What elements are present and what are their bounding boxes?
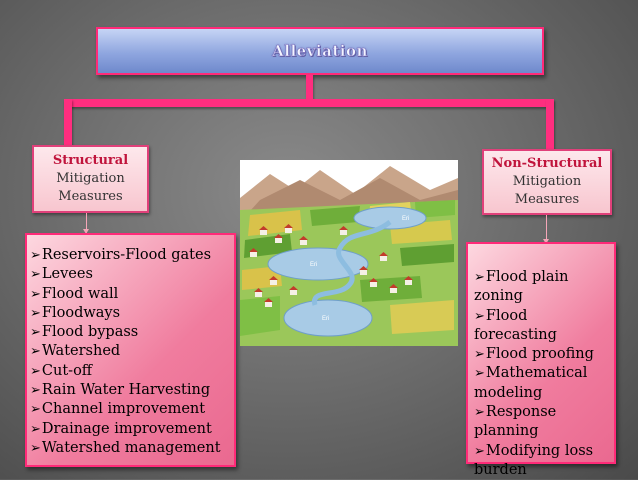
- non-structural-category-box: Non-Structural Mitigation Measures: [482, 149, 612, 215]
- list-item: ➢Watershed: [30, 343, 121, 360]
- connector-stem: [306, 75, 313, 101]
- connector-right: [546, 99, 554, 149]
- lake: [267, 247, 369, 281]
- arrow-right-line: [546, 215, 547, 243]
- lake: [283, 299, 373, 337]
- lake-label: Eri: [310, 262, 317, 268]
- structural-measures-list: ➢Reservoirs-Flood gates ➢Levees ➢Flood w…: [25, 233, 236, 467]
- list-item: ➢Cut-off: [30, 362, 93, 379]
- arrow-down-icon: [83, 229, 89, 234]
- check-arrow-icon: ➢: [30, 363, 41, 379]
- arrow-left-line: [86, 213, 87, 233]
- non-structural-measures-list: ➢Flood plain zoning ➢Flood forecasting ➢…: [466, 242, 616, 478]
- list-item: ➢Reservoirs-Flood gates: [30, 247, 212, 263]
- houses-icon: [249, 224, 413, 307]
- field-patch: [400, 244, 454, 266]
- arrow-down-icon: [543, 239, 549, 244]
- list-item: ➢Mathematical modeling: [474, 365, 588, 401]
- field-patch: [240, 296, 280, 336]
- non-structural-subtitle: Mitigation Measures: [512, 174, 582, 207]
- connector-left: [64, 99, 72, 145]
- field-patch: [415, 200, 455, 218]
- list-item: ➢Flood wall: [30, 285, 119, 302]
- check-arrow-icon: ➢: [474, 405, 485, 421]
- connector-horizontal: [64, 99, 553, 107]
- diagram-title: Alleviation: [272, 42, 368, 61]
- structural-category-box: Structural Mitigation Measures: [32, 145, 149, 213]
- flood-landscape-illustration: Eri Eri Eri: [240, 160, 458, 346]
- check-arrow-icon: ➢: [30, 286, 41, 302]
- list-item: ➢Response planning: [474, 404, 557, 440]
- check-arrow-icon: ➢: [474, 308, 485, 324]
- list-item: ➢Rain Water Harvesting: [30, 382, 211, 399]
- check-arrow-icon: ➢: [30, 402, 41, 418]
- structural-subtitle: Mitigation Measures: [56, 171, 125, 204]
- check-arrow-icon: ➢: [30, 344, 41, 360]
- check-arrow-icon: ➢: [474, 443, 485, 459]
- list-item: ➢Flood bypass: [30, 324, 139, 341]
- structural-title: Structural: [52, 153, 129, 168]
- non-structural-title: Non-Structural: [491, 156, 603, 171]
- river: [312, 219, 392, 306]
- check-arrow-icon: ➢: [30, 305, 41, 321]
- title-box: Alleviation: [96, 27, 544, 75]
- check-arrow-icon: ➢: [30, 440, 41, 456]
- list-item: ➢Levees: [30, 266, 93, 283]
- list-item: ➢Flood forecasting: [474, 307, 557, 343]
- list-item: ➢Channel improvement: [30, 401, 206, 418]
- list-item: ➢Modifying loss burden: [474, 442, 594, 478]
- check-arrow-icon: ➢: [30, 383, 41, 399]
- lake-label: Eri: [322, 316, 329, 322]
- lake: [353, 206, 427, 230]
- list-item: ➢Flood proofing: [474, 346, 594, 363]
- list-item: ➢Floodways: [30, 304, 121, 321]
- check-arrow-icon: ➢: [30, 267, 41, 283]
- list-item: ➢Flood plain zoning: [474, 269, 569, 305]
- list-item: ➢Drainage improvement: [30, 420, 212, 437]
- field-patch: [390, 300, 454, 334]
- check-arrow-icon: ➢: [30, 421, 41, 437]
- check-arrow-icon: ➢: [474, 347, 485, 363]
- lake-label: Eri: [402, 216, 409, 222]
- check-arrow-icon: ➢: [30, 325, 41, 341]
- check-arrow-icon: ➢: [30, 248, 41, 263]
- field-patch: [310, 206, 360, 226]
- check-arrow-icon: ➢: [474, 366, 485, 382]
- list-item: ➢Watershed management: [30, 439, 221, 456]
- check-arrow-icon: ➢: [474, 270, 485, 285]
